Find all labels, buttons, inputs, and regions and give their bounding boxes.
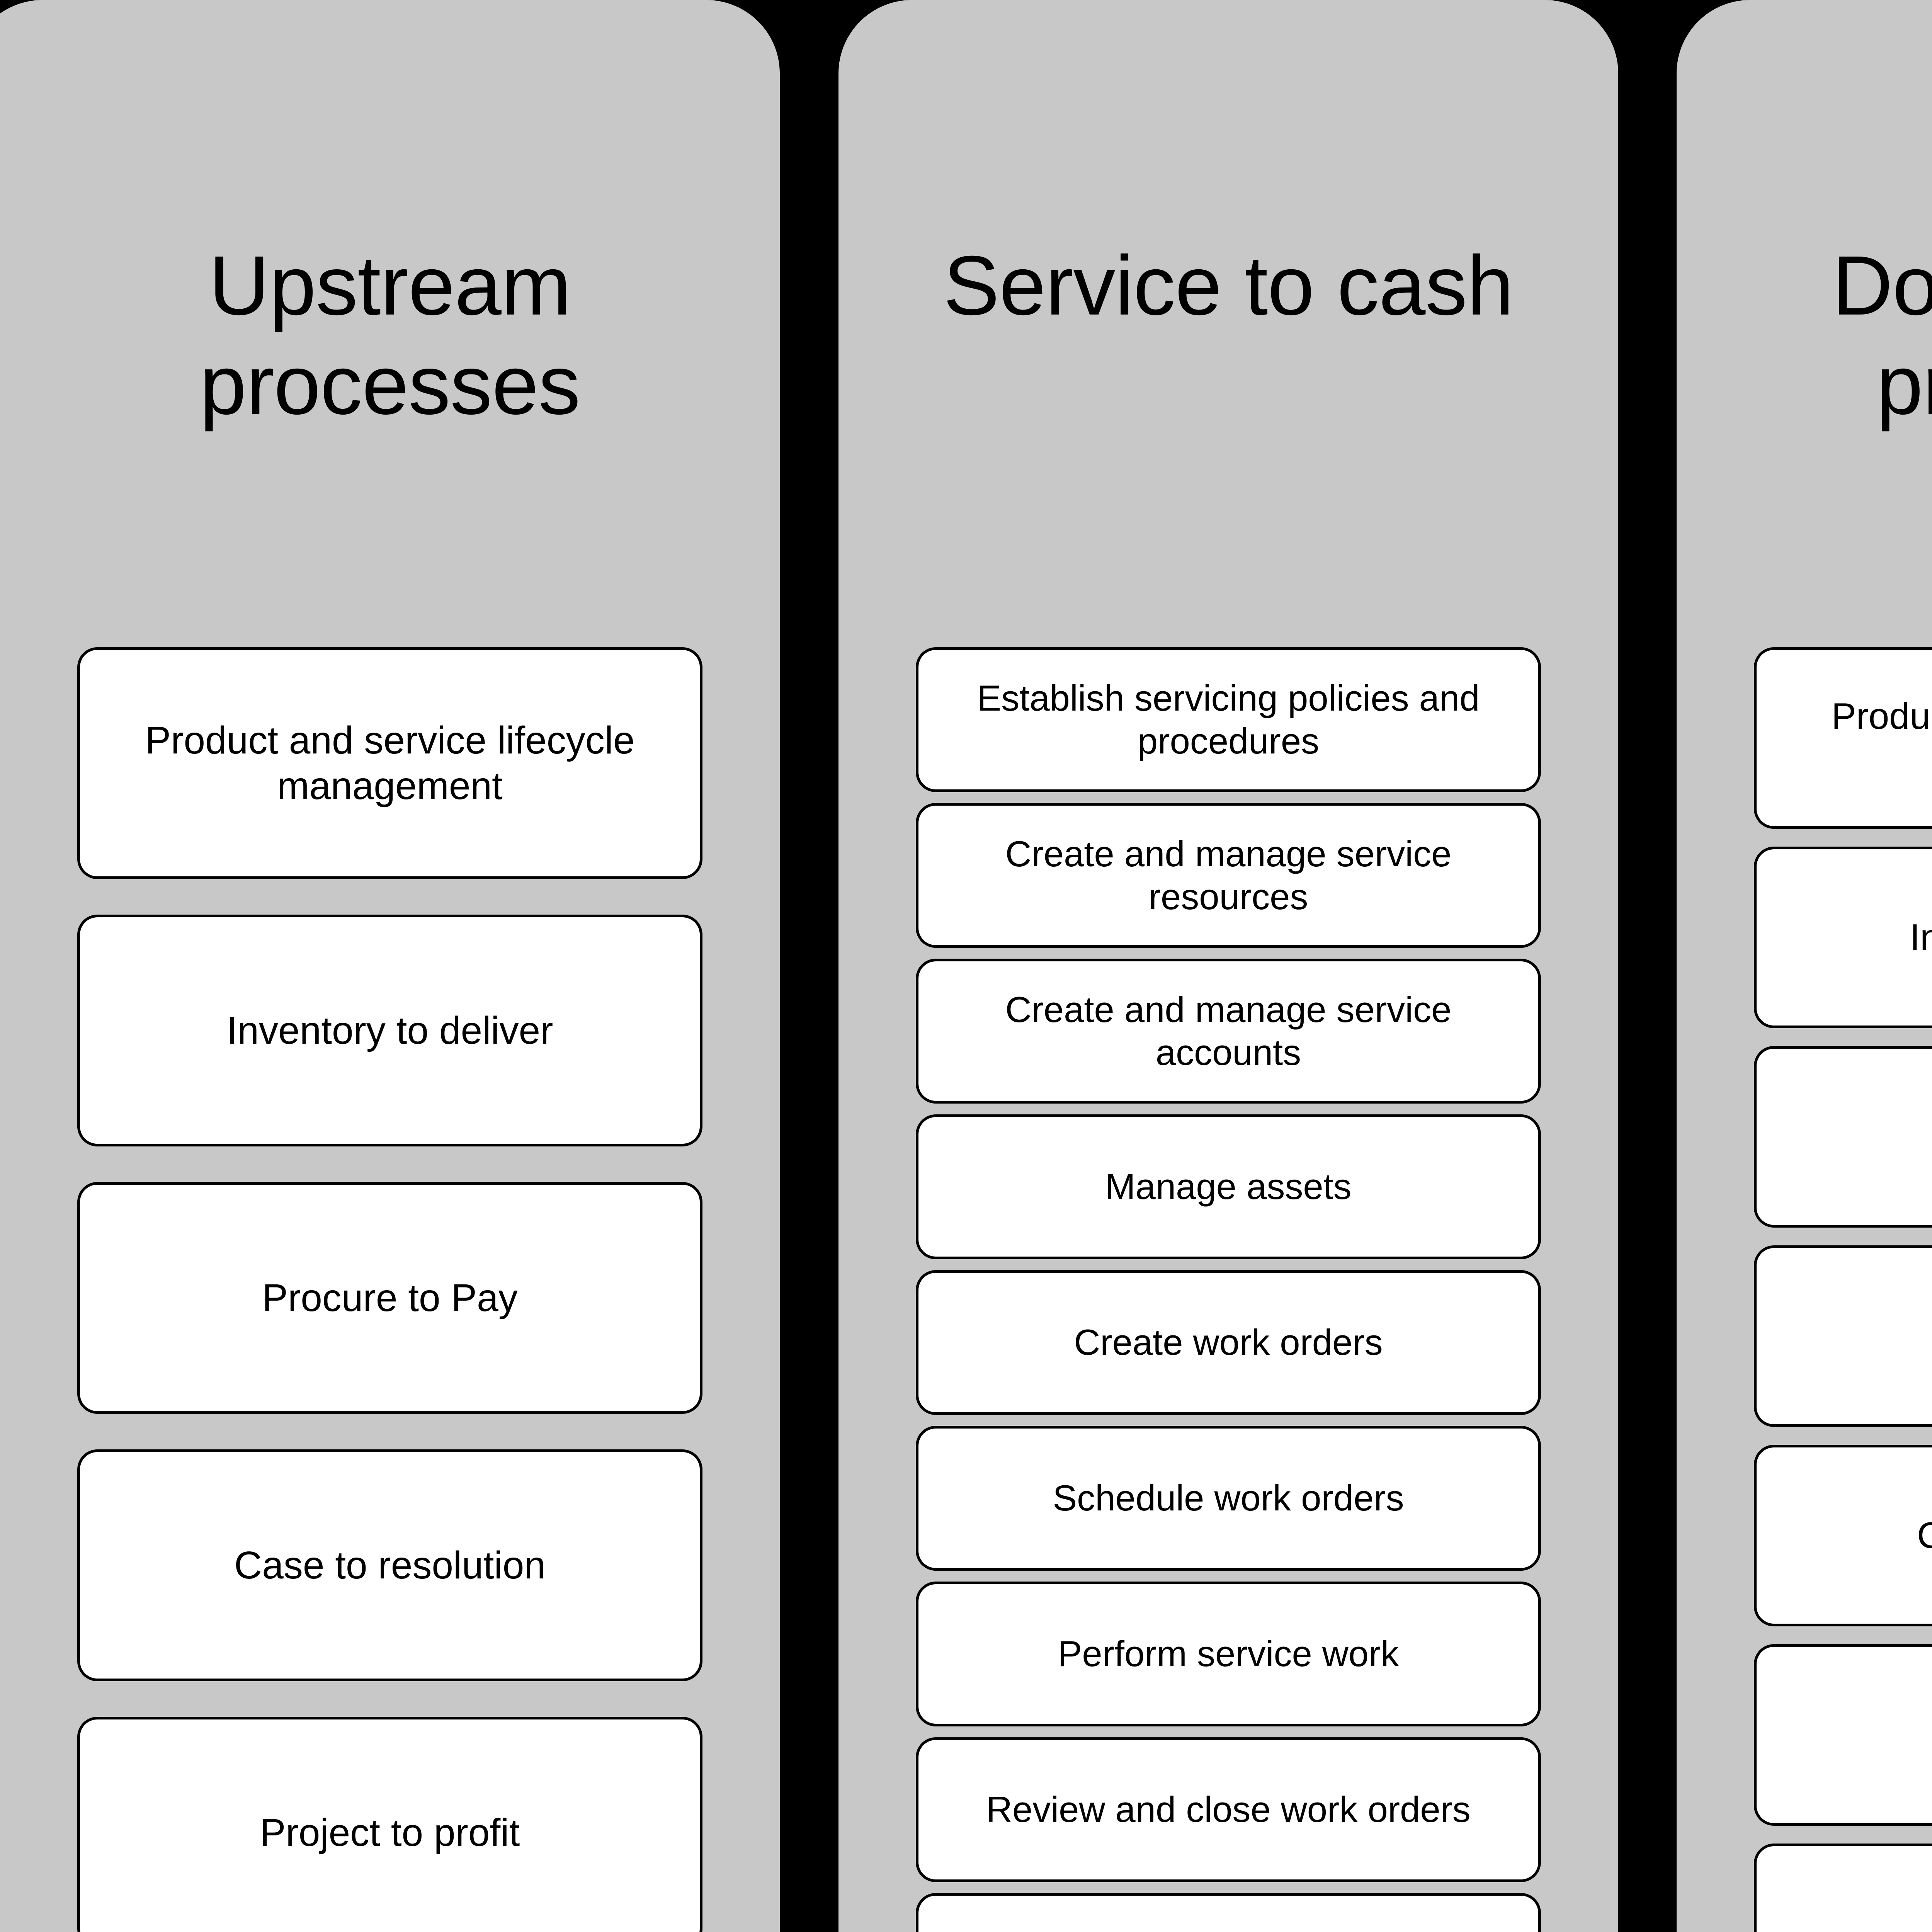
column-title-service-to-cash: Service to cash <box>943 238 1514 333</box>
process-box[interactable]: Case to resolution <box>77 1449 702 1681</box>
column-downstream-processes: Downstream processes Product and service… <box>1677 0 1932 1932</box>
process-box[interactable]: Project to profit <box>77 1717 702 1932</box>
process-box[interactable]: Procure to Pay <box>77 1182 702 1414</box>
process-box[interactable]: Manage assets <box>916 1114 1541 1259</box>
process-box[interactable]: Create and manage service resources <box>916 803 1541 948</box>
process-box[interactable]: Inventory to deliver <box>1754 847 1932 1028</box>
column-title-upstream: Upstream processes <box>199 238 581 432</box>
process-box[interactable]: Procure to Pay <box>1754 1245 1932 1427</box>
column-title-downstream: Downstream processes <box>1832 238 1932 432</box>
process-box[interactable]: Establish servicing policies and procedu… <box>916 647 1541 792</box>
process-box[interactable]: Analyze service operations <box>916 1893 1541 1932</box>
column-upstream-processes: Upstream processes Product and service l… <box>0 0 780 1932</box>
process-box[interactable]: Schedule work orders <box>916 1426 1541 1571</box>
process-box[interactable]: Product and service lifecycle management <box>77 647 702 879</box>
process-box[interactable]: Order to cash <box>1754 1046 1932 1228</box>
process-list-service-to-cash: Establish servicing policies and procedu… <box>916 647 1541 1932</box>
process-box[interactable]: Product and service lifecycle management <box>1754 647 1932 829</box>
process-list-upstream: Product and service lifecycle management… <box>77 647 702 1932</box>
process-box[interactable]: Create and manage service accounts <box>916 959 1541 1104</box>
process-box[interactable]: Record to report <box>1754 1844 1932 1932</box>
process-box[interactable]: Project to profit <box>1754 1644 1932 1826</box>
process-box[interactable]: Review and close work orders <box>916 1737 1541 1882</box>
process-box[interactable]: Inventory to deliver <box>77 915 702 1146</box>
process-list-downstream: Product and service lifecycle management… <box>1754 647 1932 1932</box>
process-box[interactable]: Perform service work <box>916 1582 1541 1726</box>
column-service-to-cash: Service to cash Establish servicing poli… <box>838 0 1618 1932</box>
process-box[interactable]: Case to resolution <box>1754 1445 1932 1626</box>
process-box[interactable]: Create work orders <box>916 1270 1541 1415</box>
